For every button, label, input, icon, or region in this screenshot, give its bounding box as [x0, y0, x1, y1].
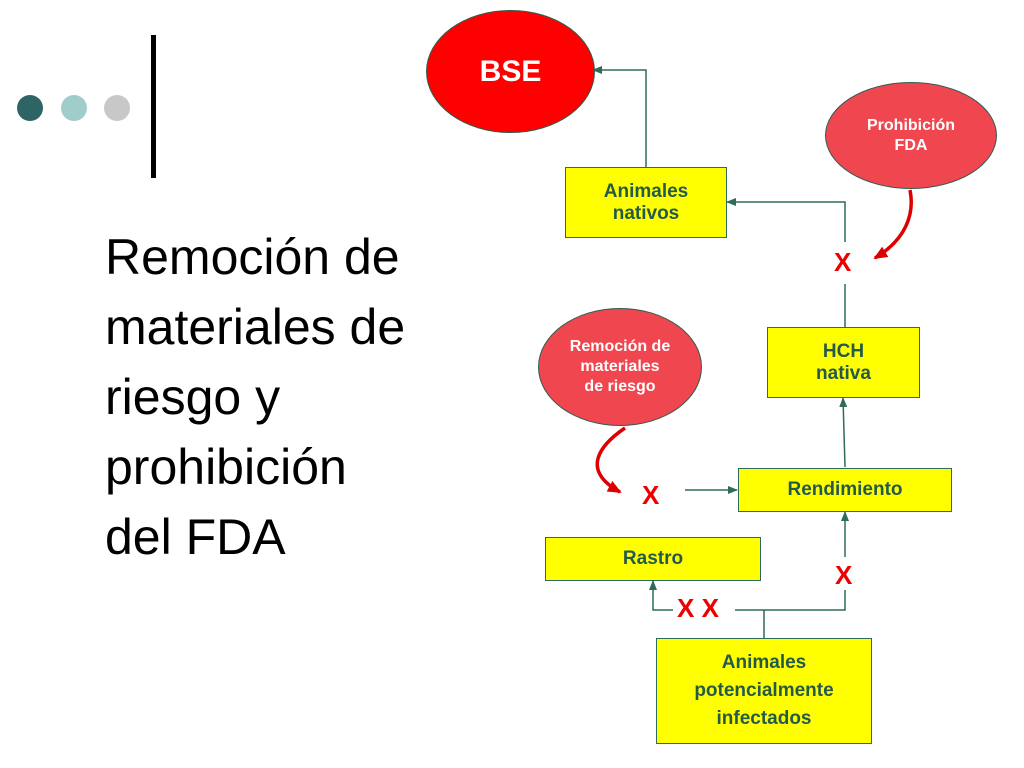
- remocion-materiales-ellipse: Remoción de materiales de riesgo: [538, 308, 702, 426]
- curve-arrow-remocion: [595, 426, 626, 494]
- decor-dot-dark: [17, 95, 43, 121]
- slide-title: Remoción de materiales de riesgo y prohi…: [105, 222, 485, 572]
- box-line: Animales: [721, 652, 807, 673]
- prohibicion-line: Prohibición: [867, 116, 955, 134]
- title-line: materiales de: [105, 299, 406, 355]
- box-line: potencialmente: [694, 680, 834, 701]
- connector-nativos-to-bse: [592, 66, 647, 167]
- box-line: nativa: [816, 362, 871, 384]
- decor-dot-light: [104, 95, 130, 121]
- x-mark-rendimiento-entry: X: [642, 480, 660, 510]
- curve-arrow-prohibicion: [873, 189, 913, 260]
- bse-ellipse: BSE: [426, 10, 595, 133]
- decor-vertical-bar: [151, 35, 156, 178]
- title-line: Remoción de: [105, 229, 400, 285]
- rendimiento-box: Rendimiento: [738, 468, 952, 512]
- box-line: nativos: [612, 202, 680, 224]
- x-mark-rastro-base: X X: [677, 593, 719, 623]
- prohibicion-line: FDA: [894, 136, 928, 154]
- decor-dot-mid: [61, 95, 87, 121]
- box-line: Animales: [603, 180, 689, 202]
- animales-nativos-box: Animales nativos: [565, 167, 727, 238]
- connector-hch-to-nativos: [726, 198, 846, 242]
- rastro-box: Rastro: [545, 537, 761, 581]
- remocion-line: de riesgo: [584, 378, 656, 395]
- title-line: riesgo y: [105, 369, 281, 425]
- x-mark-hch: X: [834, 247, 852, 277]
- box-line: Rendimiento: [787, 479, 903, 500]
- prohibicion-fda-ellipse: Prohibición FDA: [825, 82, 997, 189]
- title-line: prohibición: [105, 439, 347, 495]
- remocion-line: materiales: [580, 358, 660, 375]
- animales-infectados-box: Animales potencialmente infectados: [656, 638, 872, 744]
- connector-branch-right: [735, 590, 846, 611]
- box-line: infectados: [716, 708, 812, 729]
- bse-label: BSE: [479, 54, 542, 88]
- remocion-line: Remoción de: [569, 338, 671, 355]
- hch-nativa-box: HCH nativa: [767, 327, 920, 398]
- box-line: HCH: [822, 340, 865, 362]
- x-mark-rendimiento-base: X: [835, 560, 853, 590]
- title-line: del FDA: [105, 509, 286, 565]
- box-line: Rastro: [622, 548, 684, 569]
- connector-rendimiento-to-hch: [839, 397, 848, 468]
- connector-branch-left: [649, 580, 673, 611]
